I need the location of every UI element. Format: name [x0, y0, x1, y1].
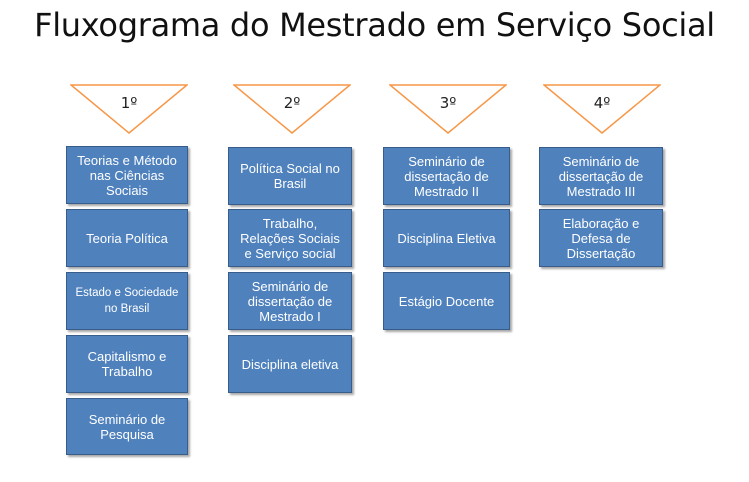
course-box[interactable]: Capitalismo e Trabalho [66, 335, 188, 393]
course-box[interactable]: Teoria Política [66, 209, 188, 267]
semester-2-label: 2º [283, 94, 301, 112]
semester-2-marker: 2º [233, 84, 351, 134]
course-box[interactable]: Seminário de dissertação de Mestrado I [228, 272, 352, 330]
course-box[interactable]: Disciplina Eletiva [383, 209, 510, 267]
course-box[interactable]: Disciplina eletiva [228, 335, 352, 393]
triangle-shape [233, 84, 351, 134]
course-box[interactable]: Estado e Sociedade no Brasil [66, 272, 188, 330]
triangle-shape [543, 84, 661, 134]
course-box[interactable]: Seminário de Pesquisa [66, 398, 188, 455]
semester-4-marker: 4º [543, 84, 661, 134]
semester-1-marker: 1º [70, 84, 188, 134]
course-box[interactable]: Trabalho, Relações Sociais e Serviço soc… [228, 209, 352, 267]
course-box[interactable]: Estágio Docente [383, 272, 510, 330]
course-box[interactable]: Seminário de dissertação de Mestrado III [539, 147, 663, 205]
triangle-shape [389, 84, 507, 134]
semester-3-marker: 3º [389, 84, 507, 134]
course-box[interactable]: Seminário de dissertação de Mestrado II [383, 147, 510, 205]
semester-1-label: 1º [120, 94, 138, 112]
course-box[interactable]: Política Social no Brasil [228, 147, 352, 205]
semester-4-label: 4º [593, 94, 611, 112]
course-box[interactable]: Teorias e Método nas Ciências Sociais [66, 146, 188, 204]
course-box[interactable]: Elaboração e Defesa de Dissertação [539, 209, 663, 267]
triangle-shape [70, 84, 188, 134]
semester-3-label: 3º [439, 94, 457, 112]
diagram-title: Fluxograma do Mestrado em Serviço Social [34, 6, 715, 44]
